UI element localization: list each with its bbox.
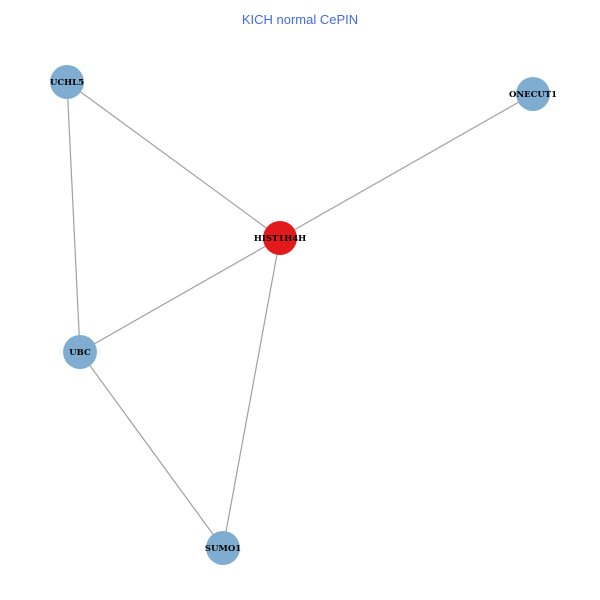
node-circle[interactable]: [263, 221, 297, 255]
edge-uchl5-ubc: [66, 81, 81, 353]
node-label: HIST1H4H: [254, 234, 306, 244]
graph-title: KICH normal CePIN: [241, 12, 359, 27]
node-onecut1[interactable]: ONECUT1: [509, 77, 557, 111]
node-circle[interactable]: [206, 531, 240, 565]
node-ubc[interactable]: UBC: [63, 335, 97, 369]
edge-onecut1-hist1h4h: [279, 93, 534, 239]
node-label: UBC: [69, 348, 91, 358]
node-circle[interactable]: [63, 335, 97, 369]
edges-layer: [66, 81, 534, 549]
edge-hist1h4h-ubc: [79, 237, 281, 353]
edge-uchl5-hist1h4h: [66, 81, 281, 239]
node-label: SUMO1: [205, 544, 241, 554]
node-sumo1[interactable]: SUMO1: [205, 531, 241, 565]
edge-ubc-sumo1: [79, 351, 224, 549]
node-label: ONECUT1: [509, 90, 557, 100]
node-uchl5[interactable]: UCHL5: [50, 65, 84, 99]
node-hist1h4h[interactable]: HIST1H4H: [254, 221, 306, 255]
node-circle[interactable]: [516, 77, 550, 111]
node-label: UCHL5: [50, 78, 84, 88]
node-circle[interactable]: [50, 65, 84, 99]
edge-hist1h4h-sumo1: [222, 237, 281, 549]
